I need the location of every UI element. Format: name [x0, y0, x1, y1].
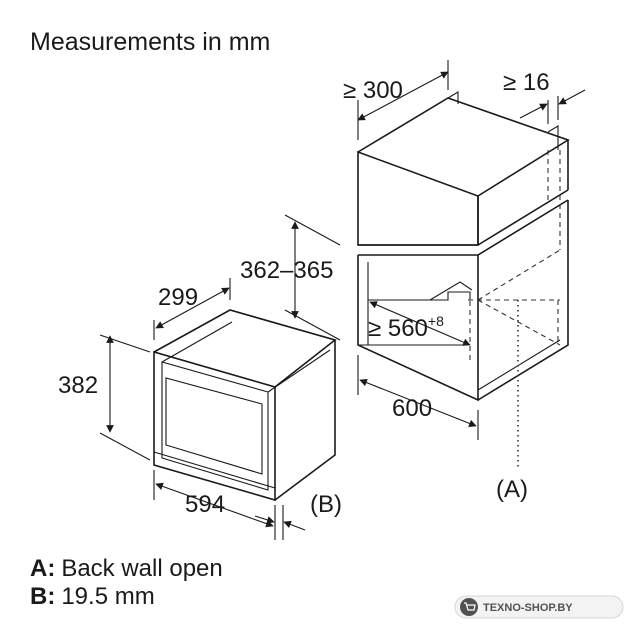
dim-appliance-height: 382: [58, 372, 98, 399]
dim-appliance-depth: 299: [158, 284, 198, 311]
dim-niche-depth-tolerance: +8: [428, 313, 444, 329]
page-title: Measurements in mm: [30, 28, 270, 56]
appliance-drawing: [153, 309, 337, 502]
dim-appliance-width: 594: [185, 491, 225, 518]
legend-item-b: B:19.5 mm: [30, 583, 155, 610]
callout-b: (B): [310, 491, 342, 518]
dim-cabinet-depth: ≥ 300: [343, 77, 403, 104]
legend-text-a: Back wall open: [61, 555, 222, 582]
dim-niche-width: 600: [392, 395, 432, 422]
watermark: TEXNO-SHOP.BY: [454, 595, 624, 619]
watermark-text: TEXNO-SHOP.BY: [483, 602, 573, 614]
legend-key-a: A:: [30, 555, 55, 582]
legend: A:Back wall open B:19.5 mm: [30, 555, 223, 610]
dimension-lines: [99, 60, 586, 540]
dim-rear-gap: ≥ 16: [503, 69, 550, 96]
callout-a: (A): [496, 476, 528, 503]
legend-item-a: A:Back wall open: [30, 555, 223, 582]
dim-niche-depth: ≥ 560+8: [368, 313, 444, 342]
cart-icon: [460, 598, 478, 616]
cabinet-drawing: [357, 91, 570, 470]
legend-text-b: 19.5 mm: [61, 583, 154, 610]
dim-niche-height: 362–365: [240, 257, 333, 284]
dim-niche-depth-base: ≥ 560: [368, 315, 428, 342]
legend-key-b: B:: [30, 583, 55, 610]
